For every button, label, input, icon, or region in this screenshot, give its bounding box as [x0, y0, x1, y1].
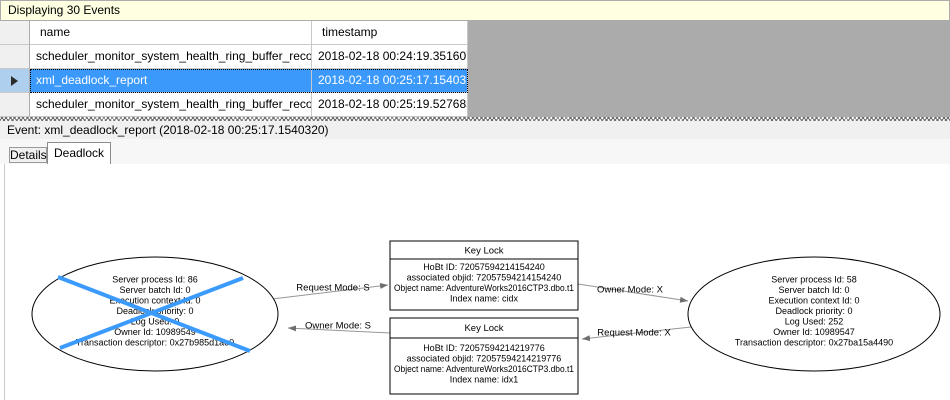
column-header-timestamp[interactable]: timestamp — [312, 21, 468, 45]
resource-line: Object name: AdventureWorks2016CTP3.dbo.… — [394, 364, 574, 374]
events-grid: name timestamp scheduler_monitor_system_… — [0, 21, 950, 117]
resource-line: associated objid: 72057594214219776 — [407, 353, 562, 363]
table-row[interactable]: scheduler_monitor_system_health_ring_buf… — [0, 45, 950, 69]
process-line: Log Used: 252 — [785, 316, 844, 326]
process-line: Deadlock priority: 0 — [775, 306, 852, 316]
row-selector-cell[interactable] — [0, 45, 30, 69]
current-row-arrow-icon — [11, 75, 18, 86]
grid-detail-splitter[interactable] — [0, 117, 950, 121]
edge-label-request-s: Request Mode: S — [296, 283, 369, 294]
resource-line: Object name: AdventureWorks2016CTP3.dbo.… — [394, 283, 574, 293]
process-line: Server batch Id: 0 — [778, 285, 849, 295]
cell-name[interactable]: scheduler_monitor_system_health_ring_buf… — [30, 45, 312, 69]
process-line: Server batch Id: 0 — [119, 285, 190, 295]
row-selector-cell[interactable] — [0, 93, 30, 117]
resource-line: HoBt ID: 72057594214219776 — [423, 343, 545, 353]
resource-title: Key Lock — [464, 246, 503, 257]
process-line: Transaction descriptor: 0x27b985d1ae0 — [76, 337, 234, 347]
events-count-text: Displaying 30 Events — [8, 3, 121, 17]
events-count-bar: Displaying 30 Events — [0, 0, 950, 21]
event-summary-text: Event: xml_deadlock_report (2018-02-18 0… — [7, 123, 329, 137]
event-summary-line: Event: xml_deadlock_report (2018-02-18 0… — [0, 121, 950, 139]
resource-node-key-lock — [389, 240, 579, 311]
process-line: Transaction descriptor: 0x27ba15a4490 — [735, 337, 893, 347]
process-line: Execution context Id: 0 — [109, 295, 200, 305]
resource-line: associated objid: 72057594214154240 — [407, 272, 562, 282]
edge-request-s — [271, 282, 389, 300]
edge-owner-s — [287, 325, 391, 334]
cell-timestamp[interactable]: 2018-02-18 00:25:17.1540320 — [312, 69, 468, 93]
resource-node-key-lock — [389, 317, 579, 395]
deadlock-graph-panel: Request Mode: S Owner Mode: S Owner Mode… — [0, 164, 950, 400]
process-node — [687, 256, 941, 372]
tab-details[interactable]: Details — [9, 147, 47, 163]
edge-label-request-x: Request Mode: X — [597, 328, 671, 339]
resource-line: Index name: idx1 — [450, 374, 519, 384]
edge-label-owner-x: Owner Mode: X — [597, 285, 664, 296]
table-row-selected[interactable]: xml_deadlock_report 2018-02-18 00:25:17.… — [0, 69, 950, 93]
process-line: Server process Id: 86 — [112, 274, 198, 284]
edge-owner-x — [577, 283, 689, 303]
process-line: Owner Id: 10989547 — [773, 327, 855, 337]
cell-name[interactable]: xml_deadlock_report — [30, 69, 312, 93]
resource-line: HoBt ID: 72057594214154240 — [423, 262, 545, 272]
cell-timestamp[interactable]: 2018-02-18 00:25:19.5276859 — [312, 93, 468, 117]
cell-timestamp[interactable]: 2018-02-18 00:24:19.3516078 — [312, 45, 468, 69]
process-line: Execution context Id: 0 — [768, 295, 859, 305]
process-line: Owner Id: 10989549 — [114, 327, 196, 337]
resource-title: Key Lock — [464, 323, 503, 334]
edge-label-owner-s: Owner Mode: S — [305, 321, 371, 332]
tab-deadlock[interactable]: Deadlock — [47, 142, 111, 164]
column-header-name[interactable]: name — [30, 21, 312, 45]
victim-cross-line — [59, 276, 244, 350]
grid-header-row: name timestamp — [0, 21, 950, 45]
cell-name[interactable]: scheduler_monitor_system_health_ring_buf… — [30, 93, 312, 117]
row-selector-header — [0, 21, 30, 45]
edge-request-x — [581, 326, 692, 342]
process-line: Log Used: 0 — [131, 316, 180, 326]
deadlock-graph: Request Mode: S Owner Mode: S Owner Mode… — [31, 240, 941, 395]
process-line: Server process Id: 58 — [771, 274, 857, 284]
panel-left-border — [4, 164, 5, 400]
row-selector-cell[interactable] — [0, 69, 30, 93]
table-row[interactable]: scheduler_monitor_system_health_ring_buf… — [0, 93, 950, 117]
detail-tab-strip: Details Deadlock — [0, 139, 950, 164]
resource-line: Index name: cidx — [450, 293, 519, 303]
